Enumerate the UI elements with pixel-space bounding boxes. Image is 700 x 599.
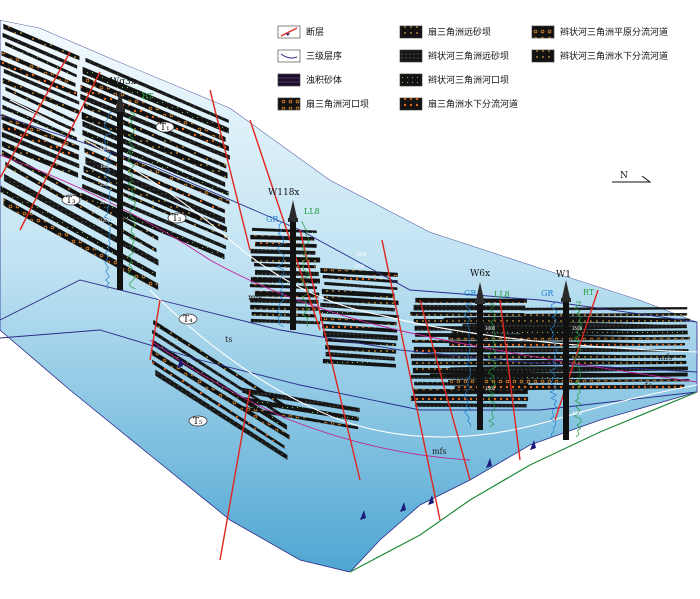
legend-swatch-fan-channel (400, 98, 422, 110)
depth-label: 4000 (572, 411, 583, 416)
curve-label-w6x-ll8: LL8 (494, 290, 510, 299)
legend-label: 扇三角洲河口坝 (306, 98, 369, 110)
legend-label: 扇三角洲远砂坝 (428, 26, 491, 38)
curve-label-w1-gr: GR (541, 289, 554, 298)
svg-text:T₁: T₁ (160, 123, 170, 133)
sand-body (416, 298, 527, 303)
legend-swatch-braided-mouth-bar (400, 74, 422, 86)
depth-label: 3500 (572, 326, 583, 331)
legend-swatch-turbidite (278, 74, 300, 86)
curve-label-wg3x-rt: RT (142, 92, 154, 101)
mfs-label-1: mfs (248, 293, 263, 302)
legend-swatch-braided-distal-bar (400, 50, 422, 62)
borehole-track (290, 222, 296, 330)
curve-label-w118x-ll8: LL8 (304, 207, 320, 216)
depth-label: 2100 (100, 200, 111, 205)
depth-label: 3700 (354, 264, 365, 269)
legend-label: 辫状河三角洲水下分流河道 (560, 50, 668, 62)
legend-label: 辫状河三角洲远砂坝 (428, 50, 509, 62)
well-name-w118x: W118x (268, 188, 300, 198)
depth-label: 3000 (485, 326, 496, 331)
depth-label: 2000 (100, 182, 111, 187)
well-name-wg3x: Wg3x (110, 77, 136, 87)
legend-swatch-fan-mouth-bar (278, 98, 300, 110)
north-label: N (620, 171, 628, 181)
legend-swatch-fan-distal-bar (400, 26, 422, 38)
depth-label: 1800 (100, 146, 111, 151)
mfs-label-2: mfs (432, 447, 447, 456)
ts-label-1: ts (225, 335, 232, 344)
legend-label: 断层 (306, 26, 324, 38)
curve-label-w6x-gr: GR (464, 289, 477, 298)
svg-text:T₅: T₅ (193, 417, 203, 427)
borehole-track (477, 304, 483, 430)
legend-swatch-braided-plain-channel (532, 26, 554, 38)
depth-label: 2200 (100, 218, 111, 223)
well-name-w6x: W6x (470, 269, 490, 279)
ts-label-2: ts (645, 381, 652, 390)
sand-body (411, 396, 528, 401)
curve-label-w1-rt: RT (583, 288, 595, 297)
svg-text:T₃: T₃ (66, 196, 76, 206)
depth-label: 1900 (100, 164, 111, 169)
sand-body (414, 389, 528, 394)
mfs-label-3: mfs (658, 353, 673, 362)
legend-label: 浊积砂体 (306, 74, 342, 86)
curve-label-w118x-gr: GR (266, 215, 279, 224)
depth-label: 3500 (485, 386, 496, 391)
legend-swatch-sequence (278, 50, 300, 62)
depth-label: 2800 (356, 252, 367, 257)
legend-label: 辫状河三角洲平原分流河道 (560, 26, 668, 38)
borehole-track (117, 112, 123, 290)
legend-label: 三级层序 (306, 50, 342, 62)
legend-label: 扇三角洲水下分流河道 (428, 98, 518, 110)
borehole-track (563, 302, 569, 440)
legend-swatch-braided-channel (532, 50, 554, 62)
legend-label: 辫状河三角洲河口坝 (428, 74, 509, 86)
legend-swatch-fault (278, 26, 300, 38)
svg-text:T₄: T₄ (183, 315, 193, 325)
well-name-w1: W1 (556, 270, 571, 280)
svg-text:T₂: T₂ (172, 214, 182, 224)
